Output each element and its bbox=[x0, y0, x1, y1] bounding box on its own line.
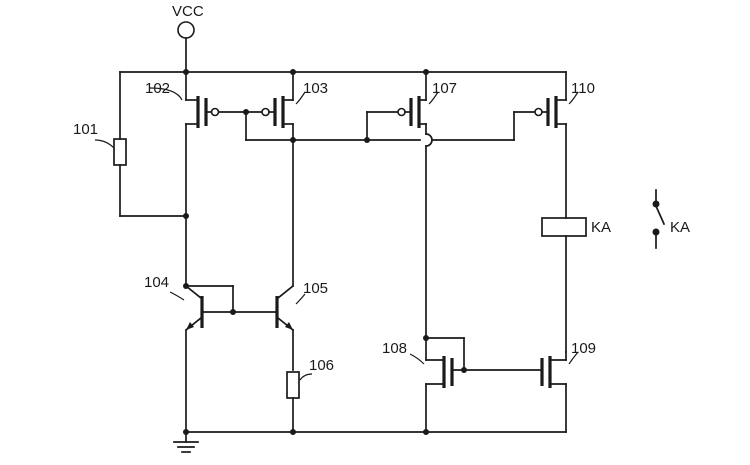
label-106: 106 bbox=[309, 357, 334, 374]
pmos-transistor-103: 103 bbox=[245, 71, 328, 141]
label-107: 107 bbox=[432, 80, 457, 97]
pmos-transistor-110: 110 bbox=[513, 71, 595, 219]
nmos-transistor-108: 108 bbox=[382, 337, 541, 433]
relay-coil-label: KA bbox=[591, 219, 611, 236]
npn-transistor-104: 104 bbox=[144, 215, 277, 433]
vcc-terminal: VCC bbox=[172, 3, 204, 73]
resistor-106: 106 bbox=[286, 357, 334, 433]
vcc-label: VCC bbox=[172, 3, 204, 20]
label-108: 108 bbox=[382, 340, 407, 357]
relay-contact-ka: KA bbox=[652, 189, 690, 249]
label-102: 102 bbox=[145, 80, 170, 97]
label-110: 110 bbox=[571, 80, 595, 97]
pmos-transistor-107: 107 bbox=[366, 71, 457, 339]
nmos-transistor-109: 109 bbox=[540, 340, 596, 433]
relay-coil-ka: KA bbox=[541, 217, 611, 353]
label-104: 104 bbox=[144, 274, 169, 291]
relay-contact-label: KA bbox=[670, 219, 690, 236]
label-105: 105 bbox=[303, 280, 328, 297]
label-101: 101 bbox=[73, 121, 98, 138]
label-103: 103 bbox=[303, 80, 328, 97]
label-109: 109 bbox=[571, 340, 596, 357]
junction-dots bbox=[183, 69, 467, 435]
npn-transistor-105: 105 bbox=[275, 139, 328, 371]
pmos-transistor-102: 102 bbox=[145, 71, 247, 217]
resistor-101: 101 bbox=[73, 71, 187, 217]
